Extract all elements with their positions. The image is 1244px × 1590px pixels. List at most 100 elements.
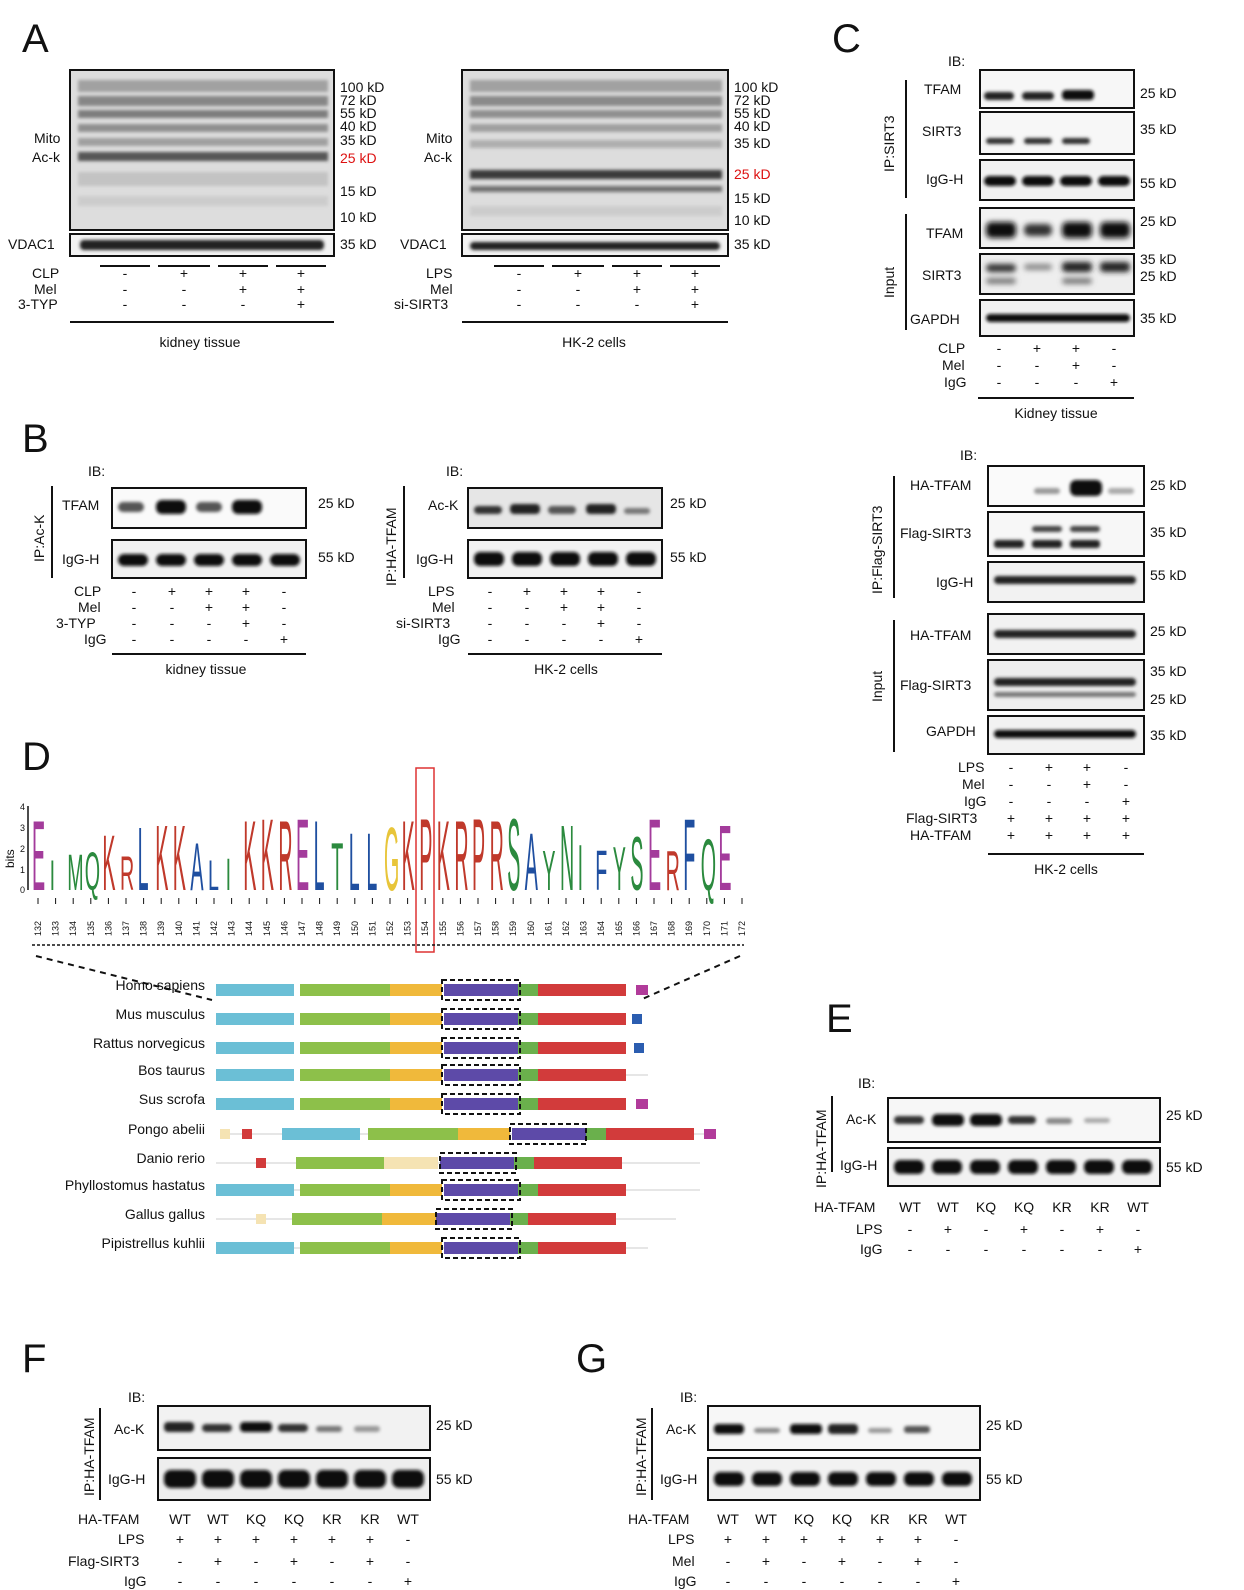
svg-text:WT: WT xyxy=(169,1511,191,1527)
svg-text:IgG-H: IgG-H xyxy=(62,551,99,567)
svg-text:+: + xyxy=(635,631,643,647)
position-tick-label: 164 xyxy=(596,921,606,936)
logo-letter: R xyxy=(278,801,292,912)
svg-text:55 kD: 55 kD xyxy=(1166,1159,1203,1175)
svg-text:25 kD: 25 kD xyxy=(340,150,377,166)
svg-text:-: - xyxy=(1035,374,1040,390)
svg-text:-: - xyxy=(562,615,567,631)
alignment-domain xyxy=(586,1128,606,1140)
alignment-domain xyxy=(216,1013,294,1025)
svg-text:15 kD: 15 kD xyxy=(734,190,771,206)
svg-text:-: - xyxy=(525,599,530,615)
svg-text:Kidney tissue: Kidney tissue xyxy=(1014,405,1097,421)
panel-b-hk2: IB: IP:HA-TFAM Ac-K IgG-H 25 kD 55 kD LP… xyxy=(383,463,707,677)
position-tick-label: 166 xyxy=(631,921,641,936)
svg-text:Mel: Mel xyxy=(962,776,985,792)
svg-text:-: - xyxy=(170,615,175,631)
svg-text:-: - xyxy=(576,281,581,297)
position-tick-label: 156 xyxy=(455,921,465,936)
logo-letter: R xyxy=(120,847,134,901)
logo-letter: I xyxy=(578,833,583,905)
alignment-domain xyxy=(538,1042,626,1054)
position-tick-label: 132 xyxy=(33,921,43,936)
position-tick-label: 138 xyxy=(139,921,149,936)
svg-text:IB:: IB: xyxy=(128,1389,145,1405)
svg-text:35 kD: 35 kD xyxy=(340,236,377,252)
svg-text:15 kD: 15 kD xyxy=(340,183,377,199)
svg-text:+: + xyxy=(168,583,176,599)
position-tick-label: 143 xyxy=(227,921,237,936)
alignment-domain xyxy=(704,1129,716,1139)
svg-text:10 kD: 10 kD xyxy=(734,212,771,228)
logo-letter: E xyxy=(718,807,731,911)
alignment-domain xyxy=(510,1213,528,1225)
svg-text:-: - xyxy=(368,1573,373,1589)
svg-text:Pipistrellus kuhlii: Pipistrellus kuhlii xyxy=(102,1235,205,1251)
alignment-domain xyxy=(390,1013,442,1025)
position-tick-label: 153 xyxy=(403,921,413,936)
svg-text:35 kD: 35 kD xyxy=(1140,251,1177,267)
logo-letter: F xyxy=(683,798,695,912)
svg-text:55 kD: 55 kD xyxy=(670,549,707,565)
svg-text:-: - xyxy=(123,296,128,312)
svg-text:IgG-H: IgG-H xyxy=(936,574,973,590)
alignment-domain xyxy=(436,1213,510,1225)
alignment-domain xyxy=(292,1213,382,1225)
position-tick-label: 145 xyxy=(262,921,272,936)
svg-text:-: - xyxy=(132,583,137,599)
svg-text:+: + xyxy=(1096,1221,1104,1237)
svg-text:-: - xyxy=(488,583,493,599)
logo-letter: K xyxy=(402,801,415,912)
markers-a-hk2: 100 kD 72 kD 55 kD 40 kD 35 kD 25 kD 15 … xyxy=(734,79,778,252)
svg-text:Mel: Mel xyxy=(672,1553,695,1569)
alignment-dashed-box xyxy=(441,979,521,1001)
svg-text:-: - xyxy=(488,599,493,615)
position-tick-label: 149 xyxy=(332,921,342,936)
alignment-dashed-box xyxy=(441,1037,521,1059)
svg-text:HA-TFAM: HA-TFAM xyxy=(78,1511,139,1527)
svg-text:55 kD: 55 kD xyxy=(436,1471,473,1487)
svg-text:-: - xyxy=(216,1573,221,1589)
svg-text:-: - xyxy=(1085,793,1090,809)
svg-text:-: - xyxy=(1124,776,1129,792)
svg-text:+: + xyxy=(180,265,188,281)
svg-text:+: + xyxy=(1122,810,1130,826)
position-tick-label: 157 xyxy=(473,921,483,936)
logo-letter: L xyxy=(314,801,325,912)
svg-text:-: - xyxy=(123,265,128,281)
svg-text:-: - xyxy=(132,615,137,631)
svg-text:40 kD: 40 kD xyxy=(734,118,771,134)
alignment-domain xyxy=(440,1157,514,1169)
alignment-domain xyxy=(518,1069,538,1081)
svg-text:WT: WT xyxy=(899,1199,921,1215)
position-tick-label: 170 xyxy=(702,921,712,936)
svg-text:-: - xyxy=(254,1553,259,1569)
svg-text:WT: WT xyxy=(937,1199,959,1215)
panel-c-kidney: IB: IP:SIRT3 TFAM SIRT3 IgG-H 25 kD 35 k… xyxy=(881,53,1177,421)
svg-text:-: - xyxy=(635,296,640,312)
alignment-domain xyxy=(632,1014,642,1024)
svg-text:Ac-K: Ac-K xyxy=(846,1111,877,1127)
svg-text:HA-TFAM: HA-TFAM xyxy=(910,827,971,843)
svg-text:+: + xyxy=(597,583,605,599)
svg-text:kidney tissue: kidney tissue xyxy=(166,661,247,677)
panel-f: IB: IP:HA-TFAM Ac-K IgG-H 25 kD 55 kD HA… xyxy=(68,1389,473,1589)
svg-text:+: + xyxy=(1122,793,1130,809)
alignment-dashed-box xyxy=(441,1093,521,1115)
svg-text:+: + xyxy=(762,1531,770,1547)
svg-text:LPS: LPS xyxy=(426,265,452,281)
logo-letter: S xyxy=(630,822,643,907)
alignment-domain xyxy=(538,1013,626,1025)
svg-text:-: - xyxy=(1098,1241,1103,1257)
svg-text:IgG: IgG xyxy=(674,1573,697,1589)
label-mito: Mito xyxy=(34,130,61,146)
svg-text:-: - xyxy=(517,265,522,281)
svg-text:IP:HA-TFAM: IP:HA-TFAM xyxy=(633,1417,649,1496)
svg-text:+: + xyxy=(290,1531,298,1547)
alignment-domain xyxy=(534,1157,622,1169)
svg-text:+: + xyxy=(214,1553,222,1569)
svg-text:Ac-k: Ac-k xyxy=(424,149,453,165)
